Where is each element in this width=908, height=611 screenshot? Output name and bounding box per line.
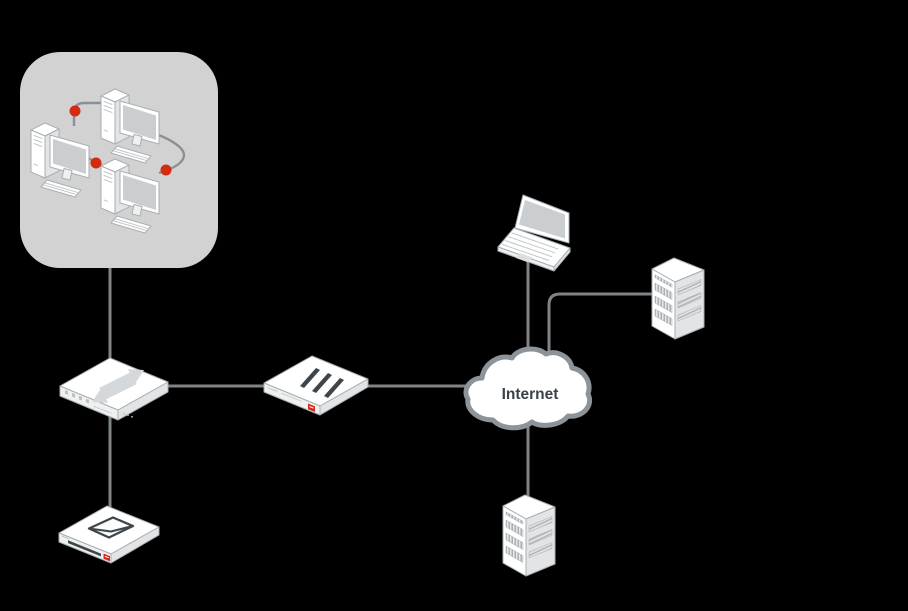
server-tower-icon — [651, 257, 705, 340]
fortinet-logo-badge — [103, 553, 110, 562]
vent-strip — [68, 540, 101, 557]
internet-cloud: Internet — [463, 346, 592, 431]
mail-security-appliance — [58, 505, 160, 564]
laptop — [497, 194, 571, 272]
switch-ports — [65, 390, 89, 404]
lan-node-dot — [69, 105, 81, 117]
server-tower-bottom — [502, 494, 556, 577]
envelope-icon — [87, 516, 135, 539]
server-tower-right — [651, 257, 705, 340]
firewall-appliance — [263, 355, 369, 416]
lan-box — [20, 52, 218, 268]
network-switch — [59, 357, 169, 421]
cloud-icon — [463, 346, 592, 431]
trackpad — [516, 253, 532, 263]
internet-label: Internet — [502, 386, 559, 403]
slash-bars-icon — [300, 368, 344, 398]
lan-node-dot — [160, 164, 172, 176]
server-tower-icon — [502, 494, 556, 577]
transfer-arrows-icon — [92, 369, 144, 403]
lan-workstations-group — [20, 52, 218, 268]
lan-node-dot — [90, 157, 102, 169]
fortinet-logo-badge — [308, 403, 315, 412]
link-server-right-internet — [547, 292, 656, 364]
